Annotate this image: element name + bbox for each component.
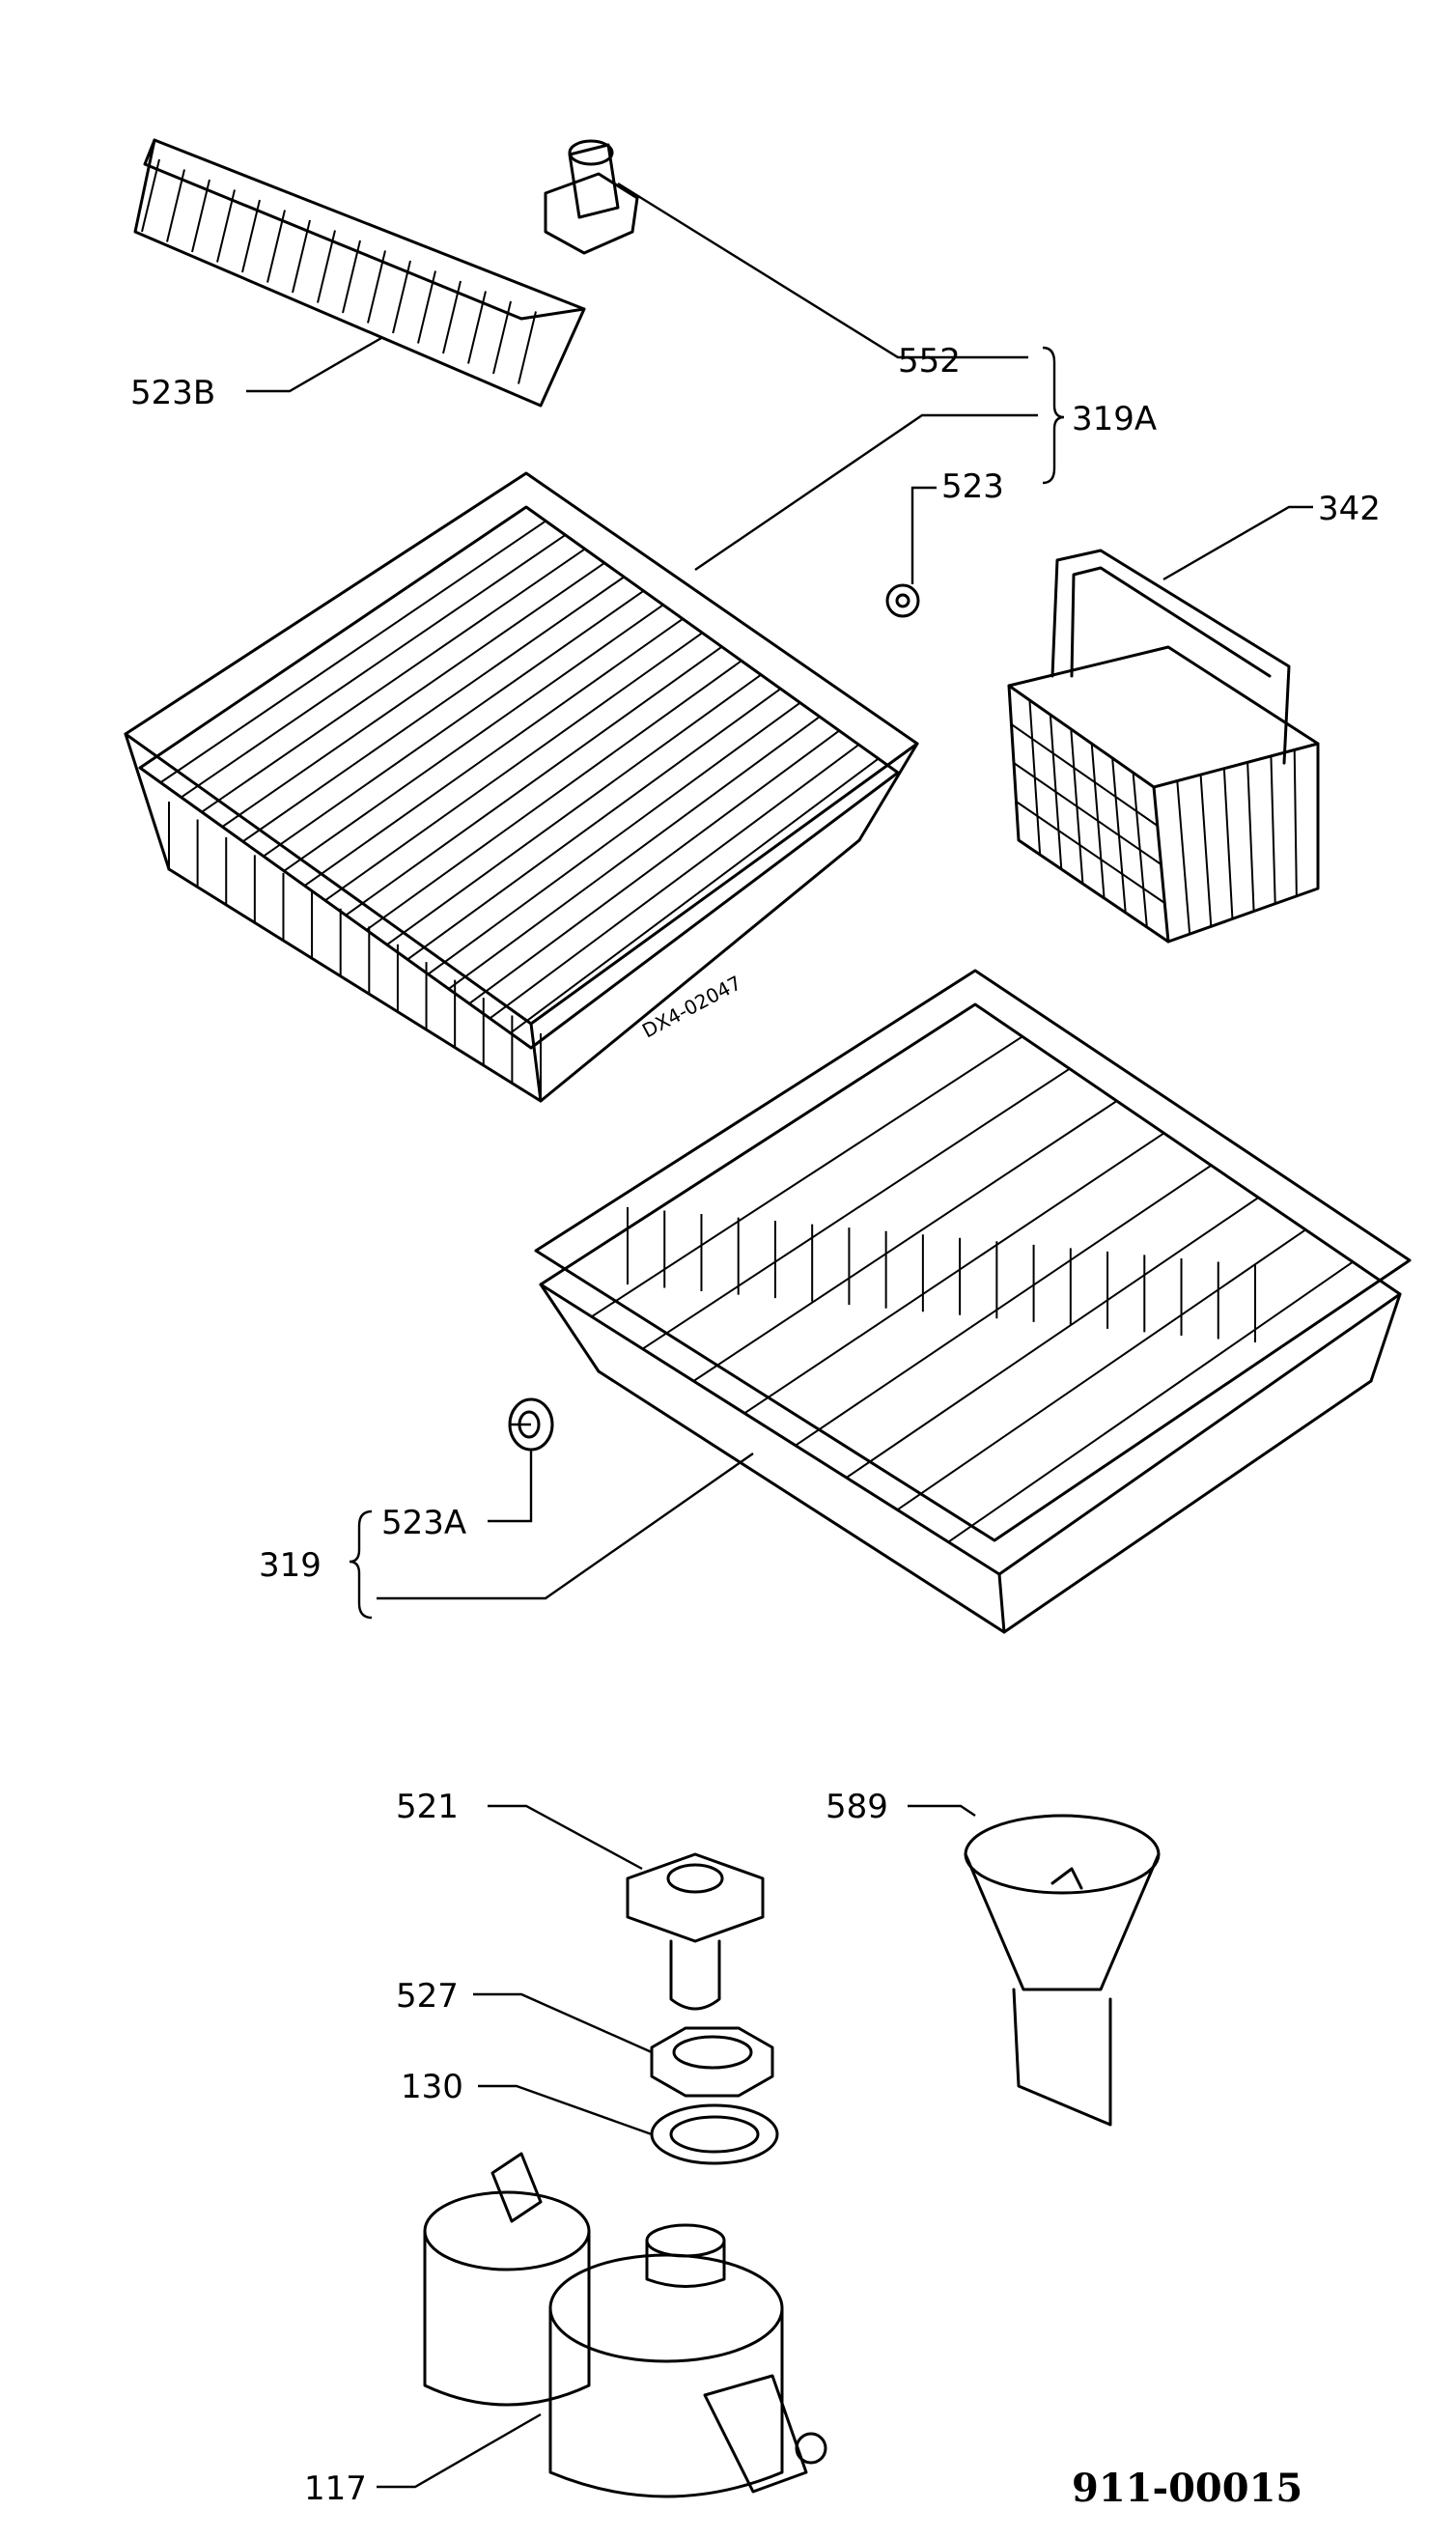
salt-container-117	[423, 2152, 827, 2498]
label-589: 589	[826, 1788, 888, 1826]
label-523: 523	[941, 467, 1004, 506]
label-552: 552	[898, 342, 961, 381]
plate-rack-insert-523b	[133, 138, 586, 408]
nut-527	[650, 2026, 774, 2098]
upper-basket-319a: DX4-02047	[124, 471, 919, 1103]
funnel-589	[964, 1814, 1161, 2127]
cutlery-basket-342	[1007, 549, 1320, 944]
salt-cap-521	[626, 1852, 765, 2011]
label-521: 521	[396, 1788, 459, 1826]
lower-basket-319	[534, 969, 1412, 1634]
label-527: 527	[396, 1977, 459, 2016]
drawing-code: 911-00015	[1072, 2466, 1302, 2511]
leader-lines	[246, 182, 1313, 2489]
label-319a: 319A	[1072, 400, 1157, 438]
clip-552	[544, 139, 639, 255]
label-523b: 523B	[130, 374, 215, 412]
label-130: 130	[401, 2068, 463, 2106]
label-319: 319	[259, 1546, 322, 1585]
label-342: 342	[1318, 490, 1381, 528]
roller-523	[885, 583, 920, 618]
label-117: 117	[304, 2469, 367, 2508]
label-523a: 523A	[381, 1504, 466, 1542]
gasket-130	[650, 2103, 779, 2165]
